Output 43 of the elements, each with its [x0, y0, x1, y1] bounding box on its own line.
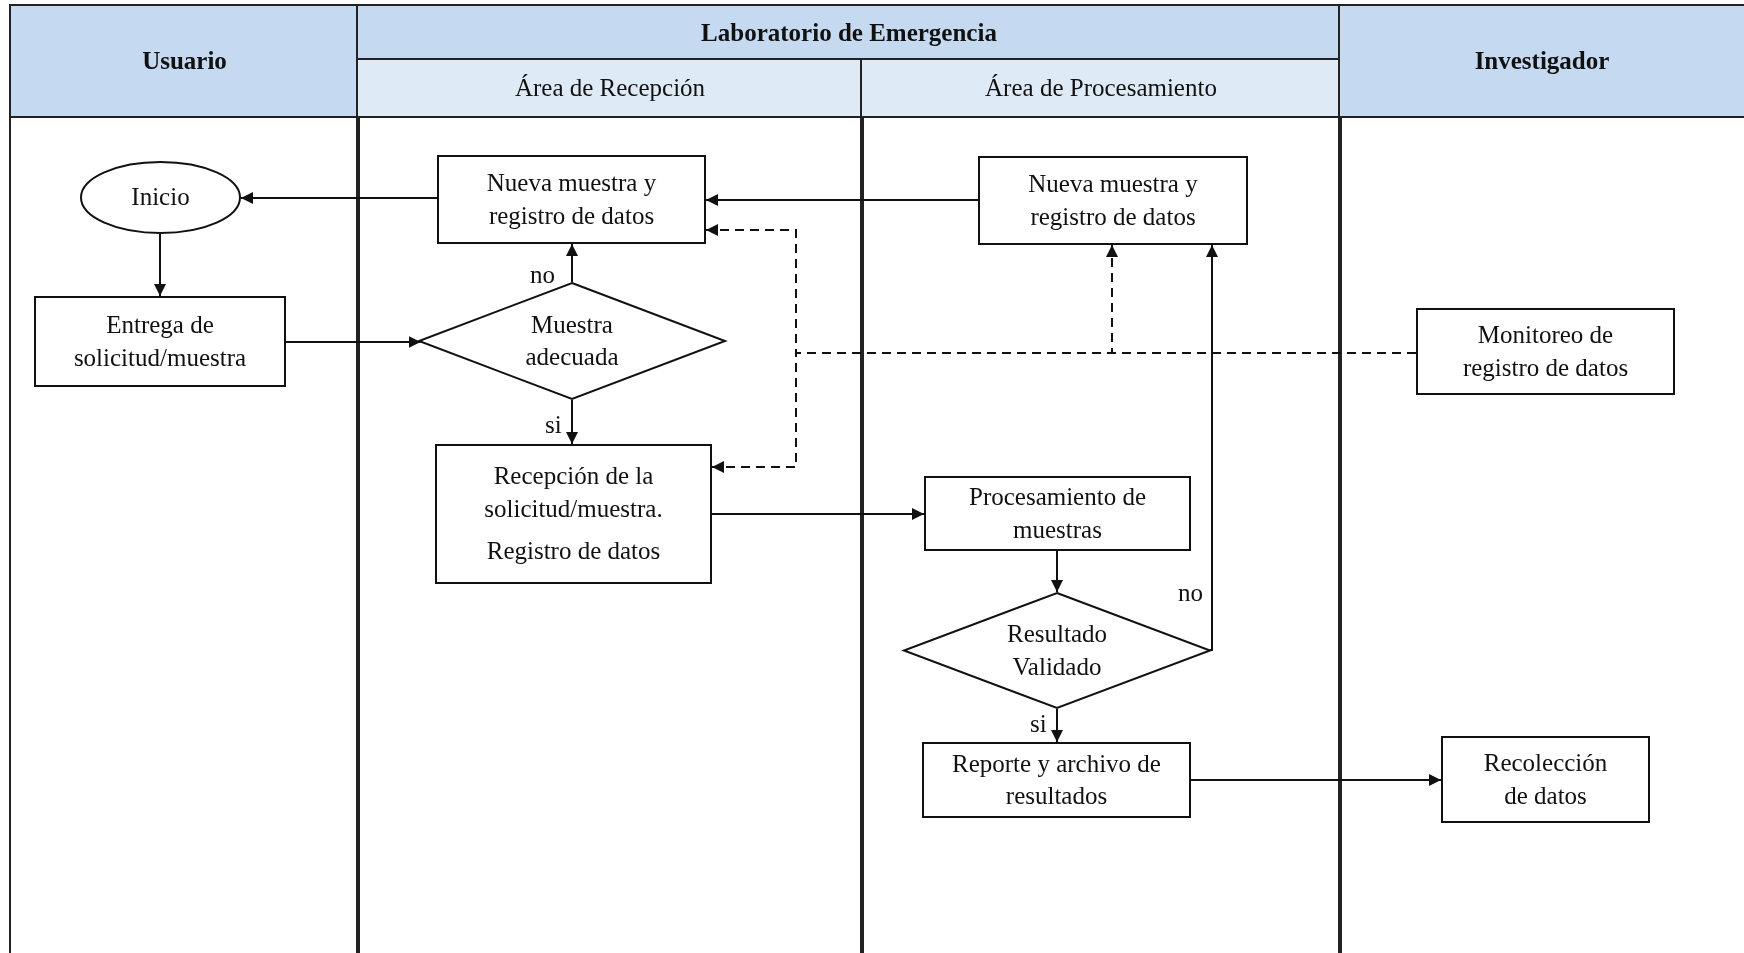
- arrow: [711, 508, 925, 520]
- swimlane: [358, 6, 1340, 953]
- swimlane: [1340, 6, 1744, 953]
- node-text: Monitoreo de registro de datos: [1461, 320, 1630, 383]
- process-box: [978, 156, 1248, 245]
- arrow: [1206, 244, 1218, 651]
- node-text: Procesamiento de muestras: [968, 482, 1147, 545]
- node-text: Registro de datos: [485, 536, 662, 567]
- node-text: Inicio: [130, 182, 191, 213]
- arrow: [1051, 708, 1063, 743]
- lane-header: Usuario: [11, 6, 358, 116]
- lane-header: Laboratorio de Emergencia: [358, 6, 1340, 60]
- process-box: [435, 444, 712, 584]
- process-box: [1441, 736, 1650, 823]
- node-text: Entrega de solicitud/muestra: [72, 310, 248, 373]
- process-box: [437, 155, 706, 244]
- node-text: Recolección de datos: [1482, 748, 1609, 811]
- process-box: [922, 742, 1191, 818]
- swimlane: [358, 60, 862, 953]
- node-text: Nueva muestra y registro de datos: [485, 168, 658, 231]
- process-box: [34, 296, 286, 387]
- process-box: [1416, 308, 1675, 395]
- swimlane: [11, 6, 358, 953]
- arrow: [285, 336, 422, 348]
- arrow: [154, 233, 166, 297]
- arrow: [1190, 774, 1442, 786]
- node-text: Nueva muestra y registro de datos: [1027, 169, 1199, 232]
- arrow: [566, 399, 578, 445]
- node-text: Reporte y archivo de resultados: [951, 748, 1162, 811]
- arrow: [566, 243, 578, 283]
- start-ellipse: [80, 161, 241, 234]
- swimlane: [862, 60, 1340, 953]
- node-text: Muestra adecuada: [524, 309, 620, 372]
- arrow: [705, 194, 979, 206]
- arrow: [1051, 550, 1063, 593]
- lane-header: Investigador: [1340, 6, 1744, 116]
- lane-header: Área de Recepción: [358, 60, 862, 116]
- node-text: Recepción de la solicitud/muestra.: [483, 461, 664, 524]
- node-text: Resultado Validado: [1006, 619, 1108, 682]
- decision-diamond: [418, 282, 726, 400]
- arrow: [240, 192, 438, 204]
- process-box: [924, 476, 1191, 551]
- lane-header: Área de Procesamiento: [862, 60, 1340, 116]
